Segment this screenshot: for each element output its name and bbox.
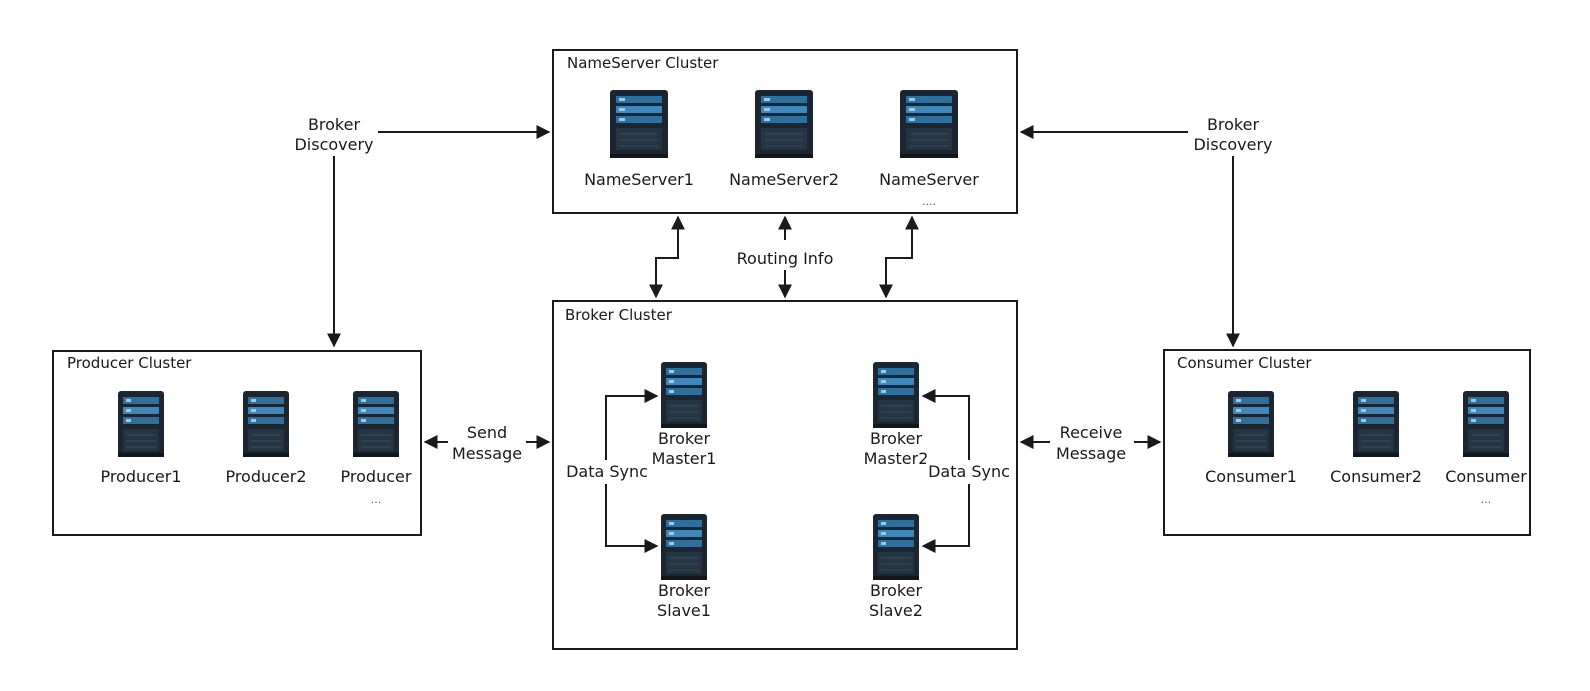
consumer-node-1: Consumer1 <box>1205 390 1297 486</box>
edge-label-line1: Broker <box>308 115 361 134</box>
node-label-line1: Broker <box>658 581 711 600</box>
edge-send-message: Send Message <box>423 423 551 464</box>
server-icon <box>1352 390 1400 458</box>
node-label-line1: Broker <box>870 581 923 600</box>
edge-data-sync-right: Data Sync <box>921 389 1012 553</box>
server-icon <box>1227 390 1275 458</box>
server-icon <box>117 390 165 458</box>
node-label: NameServer2 <box>729 170 839 189</box>
routing-arrow-3 <box>879 215 919 299</box>
consumer-node-2: Consumer2 <box>1330 390 1422 486</box>
cluster-title: Consumer Cluster <box>1177 354 1312 372</box>
broker-slave-1: Broker Slave1 <box>657 513 711 620</box>
cluster-title: NameServer Cluster <box>567 54 719 72</box>
edge-label-line2: Message <box>1056 444 1126 463</box>
nameserver-node-2: NameServer2 <box>729 89 839 189</box>
node-label: Producer1 <box>100 467 181 486</box>
routing-arrow-1 <box>649 215 685 299</box>
nameserver-node-1: NameServer1 <box>584 89 694 189</box>
server-icon <box>754 89 814 159</box>
edge-receive-message: Receive Message <box>1019 423 1162 464</box>
server-icon <box>352 390 400 458</box>
edge-broker-discovery-left: Broker Discovery <box>294 115 551 348</box>
node-label: Consumer2 <box>1330 467 1422 486</box>
edge-routing-info: Routing Info <box>649 215 919 299</box>
label-backdrop <box>1050 424 1134 464</box>
edge-label-line1: Send <box>467 423 507 442</box>
server-icon <box>242 390 290 458</box>
more-indicator: ... <box>1481 493 1492 506</box>
node-label-line2: Master2 <box>864 449 929 468</box>
server-icon <box>660 361 708 429</box>
node-label: NameServer1 <box>584 170 694 189</box>
label-backdrop <box>564 460 650 484</box>
broker-slave-2: Broker Slave2 <box>869 513 923 620</box>
producer-node-2: Producer2 <box>225 390 307 486</box>
node-label: Producer2 <box>225 467 306 486</box>
node-label: Consumer1 <box>1205 467 1297 486</box>
edge-label-line2: Message <box>452 444 522 463</box>
edge-label: Data Sync <box>566 462 648 481</box>
server-icon <box>872 513 920 581</box>
edge-label-line2: Discovery <box>1193 135 1272 154</box>
broker-master-2: Broker Master2 <box>864 361 929 468</box>
edge-broker-discovery-right: Broker Discovery <box>1019 115 1273 348</box>
node-label-line2: Slave1 <box>657 601 711 620</box>
node-label: Producer <box>341 467 412 486</box>
server-icon <box>609 89 669 159</box>
node-label-line2: Master1 <box>652 449 717 468</box>
edge-label: Routing Info <box>737 249 834 268</box>
producer-node-3: Producer ... <box>341 390 412 506</box>
node-label-line1: Broker <box>658 429 711 448</box>
consumer-node-3: Consumer ... <box>1445 390 1527 506</box>
more-indicator: .... <box>922 195 936 208</box>
node-label-line1: Broker <box>870 429 923 448</box>
broker-master-1: Broker Master1 <box>652 361 717 468</box>
more-indicator: ... <box>371 493 382 506</box>
server-icon <box>1462 390 1510 458</box>
server-icon <box>872 361 920 429</box>
node-label-line2: Slave2 <box>869 601 923 620</box>
producer-node-1: Producer1 <box>100 390 182 486</box>
cluster-title: Producer Cluster <box>67 354 192 372</box>
node-label: NameServer <box>879 170 979 189</box>
cluster-title: Broker Cluster <box>565 306 673 324</box>
node-label: Consumer <box>1445 467 1527 486</box>
label-backdrop <box>448 424 526 464</box>
edge-label-line2: Discovery <box>294 135 373 154</box>
edge-data-sync-left: Data Sync <box>564 389 659 553</box>
edge-label-line1: Receive <box>1060 423 1123 442</box>
edge-label: Data Sync <box>928 462 1010 481</box>
server-icon <box>660 513 708 581</box>
label-backdrop <box>926 460 1012 484</box>
nameserver-node-3: NameServer .... <box>879 89 979 208</box>
server-icon <box>899 89 959 159</box>
edge-label-line1: Broker <box>1207 115 1260 134</box>
